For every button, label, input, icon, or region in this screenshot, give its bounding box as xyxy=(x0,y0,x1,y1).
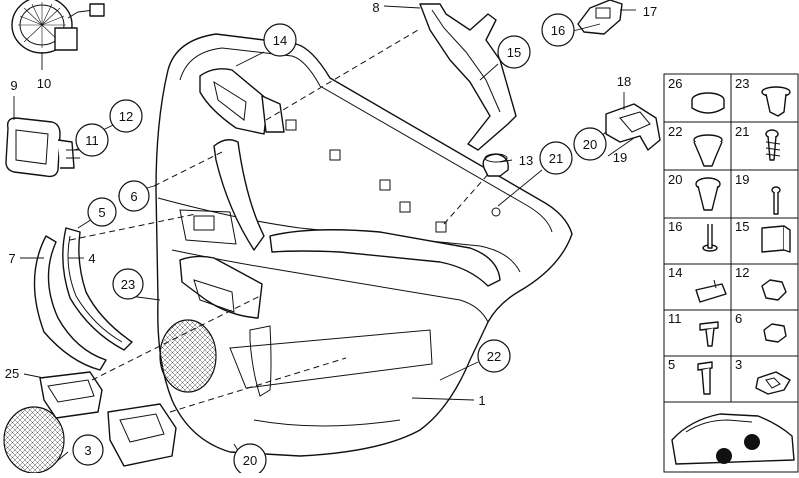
callout-c22: 22 xyxy=(477,339,511,373)
callout-n19-label: 19 xyxy=(613,150,627,165)
callout-c16: 16 xyxy=(541,13,575,47)
grid-label-6: 6 xyxy=(735,311,742,326)
callout-c5-label: 5 xyxy=(98,205,105,220)
bracket-15 xyxy=(419,3,517,151)
callout-c14-label: 14 xyxy=(273,33,287,48)
callout-c11: 11 xyxy=(75,123,109,157)
callout-c5: 5 xyxy=(87,197,117,227)
grid-part-6 xyxy=(763,323,787,343)
inner-handle-11 xyxy=(5,117,80,178)
callout-n25-label: 25 xyxy=(5,366,19,381)
callout-n7-label: 7 xyxy=(8,251,15,266)
callout-c23: 23 xyxy=(112,268,144,300)
grid-part-11 xyxy=(699,321,719,347)
car-locator-sketch xyxy=(671,413,795,465)
grid-label-22: 22 xyxy=(668,124,682,139)
grid-part-23 xyxy=(761,86,791,117)
callout-c12-label: 12 xyxy=(119,109,133,124)
callout-c23-label: 23 xyxy=(121,277,135,292)
storage-bin-25 xyxy=(39,371,103,419)
callout-c20b: 20 xyxy=(233,443,267,477)
grid-label-21: 21 xyxy=(735,124,749,139)
door-speaker-grille xyxy=(159,319,217,393)
grid-label-15: 15 xyxy=(735,219,749,234)
callout-c11-label: 11 xyxy=(85,133,99,148)
callout-c15: 15 xyxy=(497,35,531,69)
callout-n9-label: 9 xyxy=(10,78,17,93)
callout-n18-label: 18 xyxy=(617,74,631,89)
callout-c16-label: 16 xyxy=(551,23,565,38)
callout-c12: 12 xyxy=(109,99,143,133)
callout-n17-label: 17 xyxy=(643,4,657,19)
bracket-18 xyxy=(605,103,661,151)
callout-c20b-label: 20 xyxy=(243,453,257,468)
clip-13 xyxy=(482,153,509,177)
grid-label-26: 26 xyxy=(668,76,682,91)
storage-bin-bottom xyxy=(107,403,177,467)
grid-part-22 xyxy=(693,134,723,167)
grid-part-14 xyxy=(695,279,727,303)
grid-label-20: 20 xyxy=(668,172,682,187)
grid-part-15 xyxy=(761,225,791,253)
parts-grid: 26 23 22 21 20 19 16 15 14 12 11 6 5 3 xyxy=(663,73,799,473)
callout-n4-label: 4 xyxy=(88,251,95,266)
grid-label-3: 3 xyxy=(735,357,742,372)
callout-n1-label: 1 xyxy=(478,393,485,408)
callout-c20a-label: 20 xyxy=(583,137,597,152)
callout-n8-label: 8 xyxy=(372,0,379,15)
grid-label-16: 16 xyxy=(668,219,682,234)
grid-label-11: 11 xyxy=(668,311,682,326)
callout-c15-label: 15 xyxy=(507,45,521,60)
callout-c14: 14 xyxy=(263,23,297,57)
grid-part-5 xyxy=(697,361,713,395)
callout-c21-label: 21 xyxy=(549,151,563,166)
callout-c21: 21 xyxy=(539,141,573,175)
callout-n10-label: 10 xyxy=(37,76,51,91)
grid-label-23: 23 xyxy=(735,76,749,91)
grid-part-19 xyxy=(771,186,781,215)
callout-c3: 3 xyxy=(72,434,104,466)
assembly-dash-lines xyxy=(69,29,491,413)
callout-c6: 6 xyxy=(118,180,150,212)
callout-c6-label: 6 xyxy=(130,189,137,204)
trim-strip-7 xyxy=(33,235,107,371)
grid-label-14: 14 xyxy=(668,265,682,280)
callout-n13-label: 13 xyxy=(519,153,533,168)
callout-c20a: 20 xyxy=(573,127,607,161)
bracket-16 xyxy=(577,0,623,35)
callout-c22-label: 22 xyxy=(487,349,501,364)
grid-part-21 xyxy=(765,129,781,161)
door-panel-main xyxy=(155,33,573,457)
grid-part-3 xyxy=(755,371,791,395)
callout-c3-label: 3 xyxy=(84,443,91,458)
grid-part-20 xyxy=(695,177,721,211)
grid-part-26 xyxy=(691,92,725,114)
grid-part-16 xyxy=(702,224,718,252)
grid-label-5: 5 xyxy=(668,357,675,372)
trim-strip-4 xyxy=(62,227,133,351)
speaker-top-left xyxy=(11,0,105,54)
grid-label-12: 12 xyxy=(735,265,749,280)
grid-part-12 xyxy=(761,279,787,301)
grid-label-19: 19 xyxy=(735,172,749,187)
